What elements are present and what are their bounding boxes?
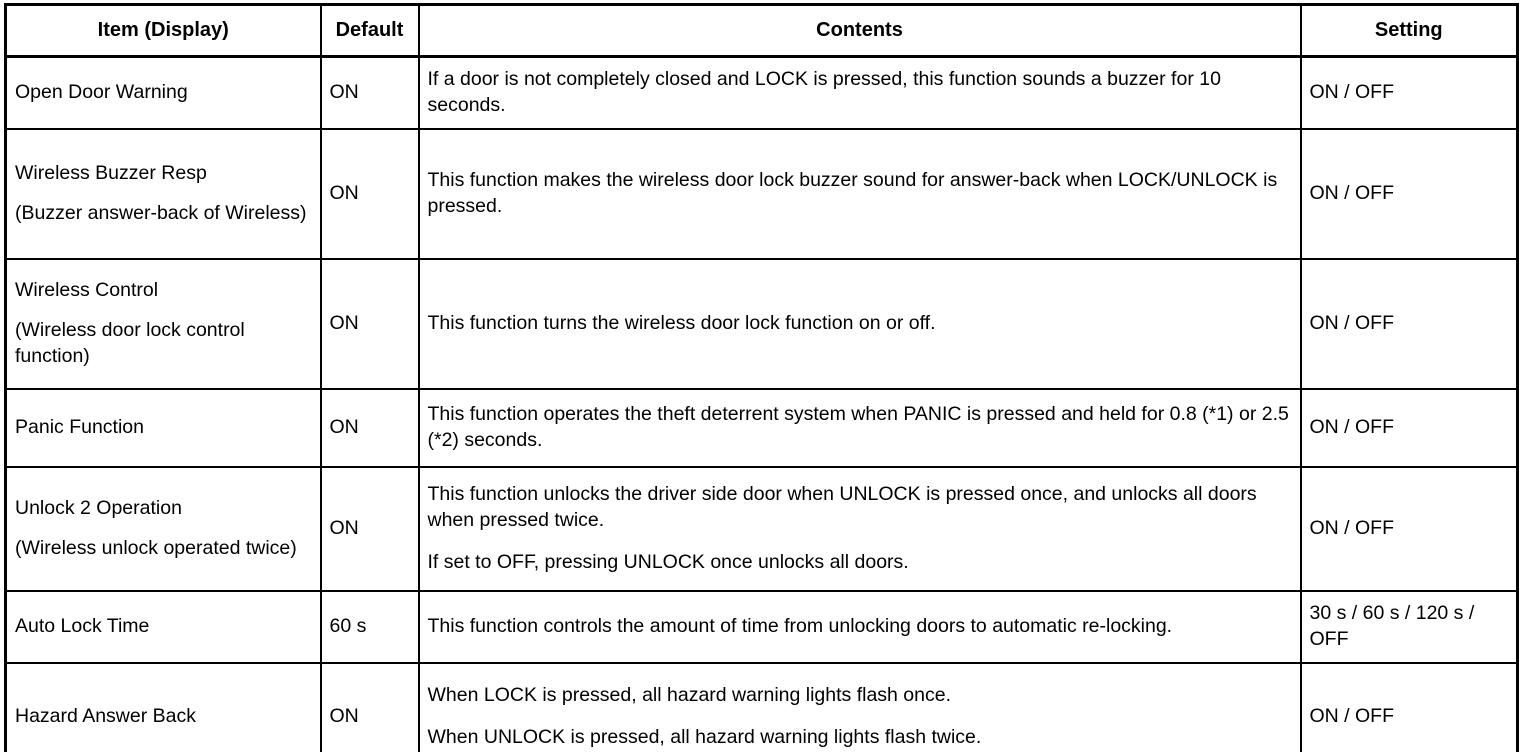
item-subtitle: (Wireless door lock control function)	[15, 319, 245, 367]
cell-setting: ON / OFF	[1299, 388, 1519, 468]
cell-contents: When LOCK is pressed, all hazard warning…	[417, 662, 1302, 752]
cell-default: ON	[319, 662, 420, 752]
setting-options: ON / OFF	[1309, 81, 1395, 104]
item-name: Panic Function	[15, 416, 144, 439]
default-value: ON	[329, 517, 359, 540]
table-row: Hazard Answer Back ON When LOCK is press…	[4, 662, 1519, 752]
cell-contents: This function operates the theft deterre…	[417, 388, 1302, 468]
contents-paragraph-1: This function controls the amount of tim…	[427, 615, 1173, 638]
contents-paragraph-2: If set to OFF, pressing UNLOCK once unlo…	[427, 550, 909, 573]
cell-setting: 30 s / 60 s / 120 s / OFF	[1299, 590, 1519, 664]
cell-item: Open Door Warning	[4, 55, 322, 130]
item-name: Wireless Buzzer Resp	[15, 162, 207, 185]
spacer	[428, 709, 1293, 725]
item-subtitle: (Wireless unlock operated twice)	[15, 537, 297, 559]
column-header-item: Item (Display)	[4, 3, 322, 58]
cell-item: Panic Function	[4, 388, 322, 468]
cell-contents: This function unlocks the driver side do…	[417, 466, 1302, 592]
cell-setting: ON / OFF	[1299, 662, 1519, 752]
setting-options: ON / OFF	[1309, 517, 1395, 540]
spacer	[428, 534, 1293, 550]
cell-item: Wireless Buzzer Resp (Buzzer answer-back…	[4, 128, 322, 260]
table-row: Open Door Warning ON If a door is not co…	[4, 55, 1519, 130]
settings-specification-table: Item (Display) Default Contents Setting …	[4, 3, 1519, 752]
cell-default: ON	[319, 55, 420, 130]
spacer	[15, 304, 313, 318]
cell-item: Wireless Control (Wireless door lock con…	[4, 258, 322, 390]
cell-setting: ON / OFF	[1299, 258, 1519, 390]
cell-setting: ON / OFF	[1299, 55, 1519, 130]
contents-paragraph-1: This function unlocks the driver side do…	[427, 483, 1257, 532]
table-row: Auto Lock Time 60 s This function contro…	[4, 590, 1519, 664]
table-row: Wireless Buzzer Resp (Buzzer answer-back…	[4, 128, 1519, 260]
cell-item: Hazard Answer Back	[4, 662, 322, 752]
default-value: 60 s	[329, 615, 367, 638]
item-name: Hazard Answer Back	[15, 705, 196, 728]
spacer	[15, 187, 313, 201]
cell-contents: If a door is not completely closed and L…	[417, 55, 1302, 130]
column-header-contents: Contents	[417, 3, 1302, 58]
contents-paragraph-2: When UNLOCK is pressed, all hazard warni…	[427, 726, 982, 748]
setting-options: ON / OFF	[1309, 312, 1395, 335]
cell-setting: ON / OFF	[1299, 128, 1519, 260]
default-value: ON	[329, 705, 359, 728]
item-name: Open Door Warning	[15, 81, 188, 104]
item-subtitle: (Buzzer answer-back of Wireless)	[15, 202, 307, 224]
setting-options: ON / OFF	[1309, 416, 1395, 439]
item-name: Unlock 2 Operation	[15, 497, 182, 520]
setting-options: ON / OFF	[1309, 705, 1395, 728]
column-header-setting: Setting	[1299, 3, 1519, 58]
item-name: Wireless Control	[15, 279, 159, 302]
column-header-default: Default	[319, 3, 420, 58]
contents-paragraph-1: This function makes the wireless door lo…	[427, 169, 1278, 217]
cell-default: ON	[319, 388, 420, 468]
cell-contents: This function turns the wireless door lo…	[417, 258, 1302, 390]
cell-setting: ON / OFF	[1299, 466, 1519, 592]
cell-contents: This function controls the amount of tim…	[417, 590, 1302, 664]
table-row: Wireless Control (Wireless door lock con…	[4, 258, 1519, 390]
setting-options: 30 s / 60 s / 120 s / OFF	[1309, 602, 1475, 650]
cell-contents: This function makes the wireless door lo…	[417, 128, 1302, 260]
default-value: ON	[329, 312, 359, 335]
table-row: Unlock 2 Operation (Wireless unlock oper…	[4, 466, 1519, 592]
setting-options: ON / OFF	[1309, 182, 1395, 205]
spacer	[15, 522, 313, 536]
default-value: ON	[329, 416, 359, 439]
cell-default: ON	[319, 258, 420, 390]
table-body: Open Door Warning ON If a door is not co…	[4, 55, 1519, 752]
table-row: Panic Function ON This function operates…	[4, 388, 1519, 468]
item-name: Auto Lock Time	[15, 615, 150, 638]
default-value: ON	[329, 81, 359, 104]
cell-item: Auto Lock Time	[4, 590, 322, 664]
contents-paragraph-1: This function turns the wireless door lo…	[427, 312, 936, 335]
contents-paragraph-1: When LOCK is pressed, all hazard warning…	[427, 684, 952, 707]
cell-default: 60 s	[319, 590, 420, 664]
default-value: ON	[329, 182, 359, 205]
contents-paragraph-1: This function operates the theft deterre…	[427, 403, 1289, 451]
table-header-row: Item (Display) Default Contents Setting	[4, 3, 1519, 58]
cell-default: ON	[319, 466, 420, 592]
cell-item: Unlock 2 Operation (Wireless unlock oper…	[4, 466, 322, 592]
cell-default: ON	[319, 128, 420, 260]
contents-paragraph-1: If a door is not completely closed and L…	[427, 68, 1221, 116]
table-header: Item (Display) Default Contents Setting	[4, 3, 1519, 58]
